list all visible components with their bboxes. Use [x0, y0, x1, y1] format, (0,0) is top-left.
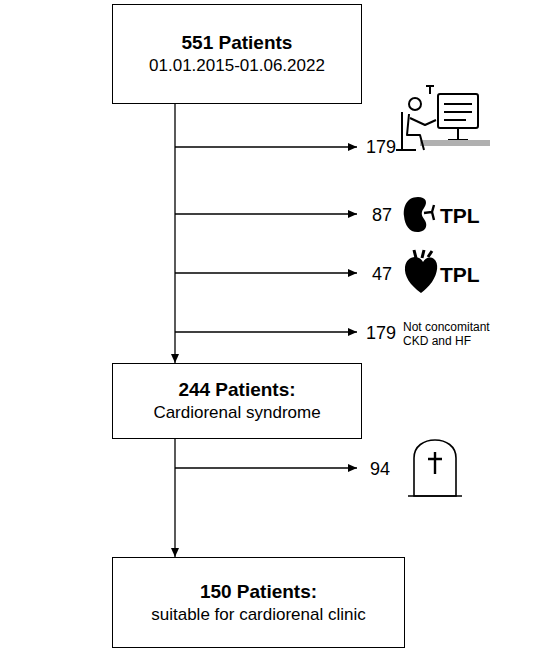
count-number: 179 [366, 323, 396, 343]
count-number: 87 [372, 205, 392, 225]
box-text: Cardiorenal syndrome [153, 402, 320, 424]
branch-arrow [175, 331, 357, 332]
branch-arrow [175, 272, 357, 273]
transplant-label: TPL [440, 263, 480, 286]
process-box: 551 Patients01.01.2015-01.06.2022 [112, 4, 362, 104]
process-box: 244 Patients:Cardiorenal syndrome [112, 363, 362, 439]
process-box: 150 Patients:suitable for cardiorenal cl… [112, 557, 405, 648]
flow-arrow [174, 104, 175, 363]
box-heading: 244 Patients: [178, 378, 295, 402]
transplant-label: TPL [440, 204, 480, 227]
box-heading: 551 Patients [182, 31, 293, 55]
branch-arrow [175, 146, 357, 147]
box-text: 01.01.2015-01.06.2022 [149, 55, 325, 77]
tombstone-icon [408, 440, 462, 496]
dialysis-icon [396, 86, 490, 150]
count-number: 47 [372, 264, 392, 284]
kidney-icon [404, 197, 434, 232]
count-number: 179 [366, 137, 396, 157]
note-text: Not concomitant CKD and HF [403, 320, 503, 348]
box-text: suitable for cardiorenal clinic [151, 604, 366, 626]
box-heading: 150 Patients: [200, 580, 317, 604]
count-number: 94 [370, 459, 390, 479]
branch-arrow [175, 467, 357, 468]
flow-arrow [174, 439, 175, 557]
branch-arrow [175, 213, 357, 214]
heart-icon [405, 250, 437, 293]
